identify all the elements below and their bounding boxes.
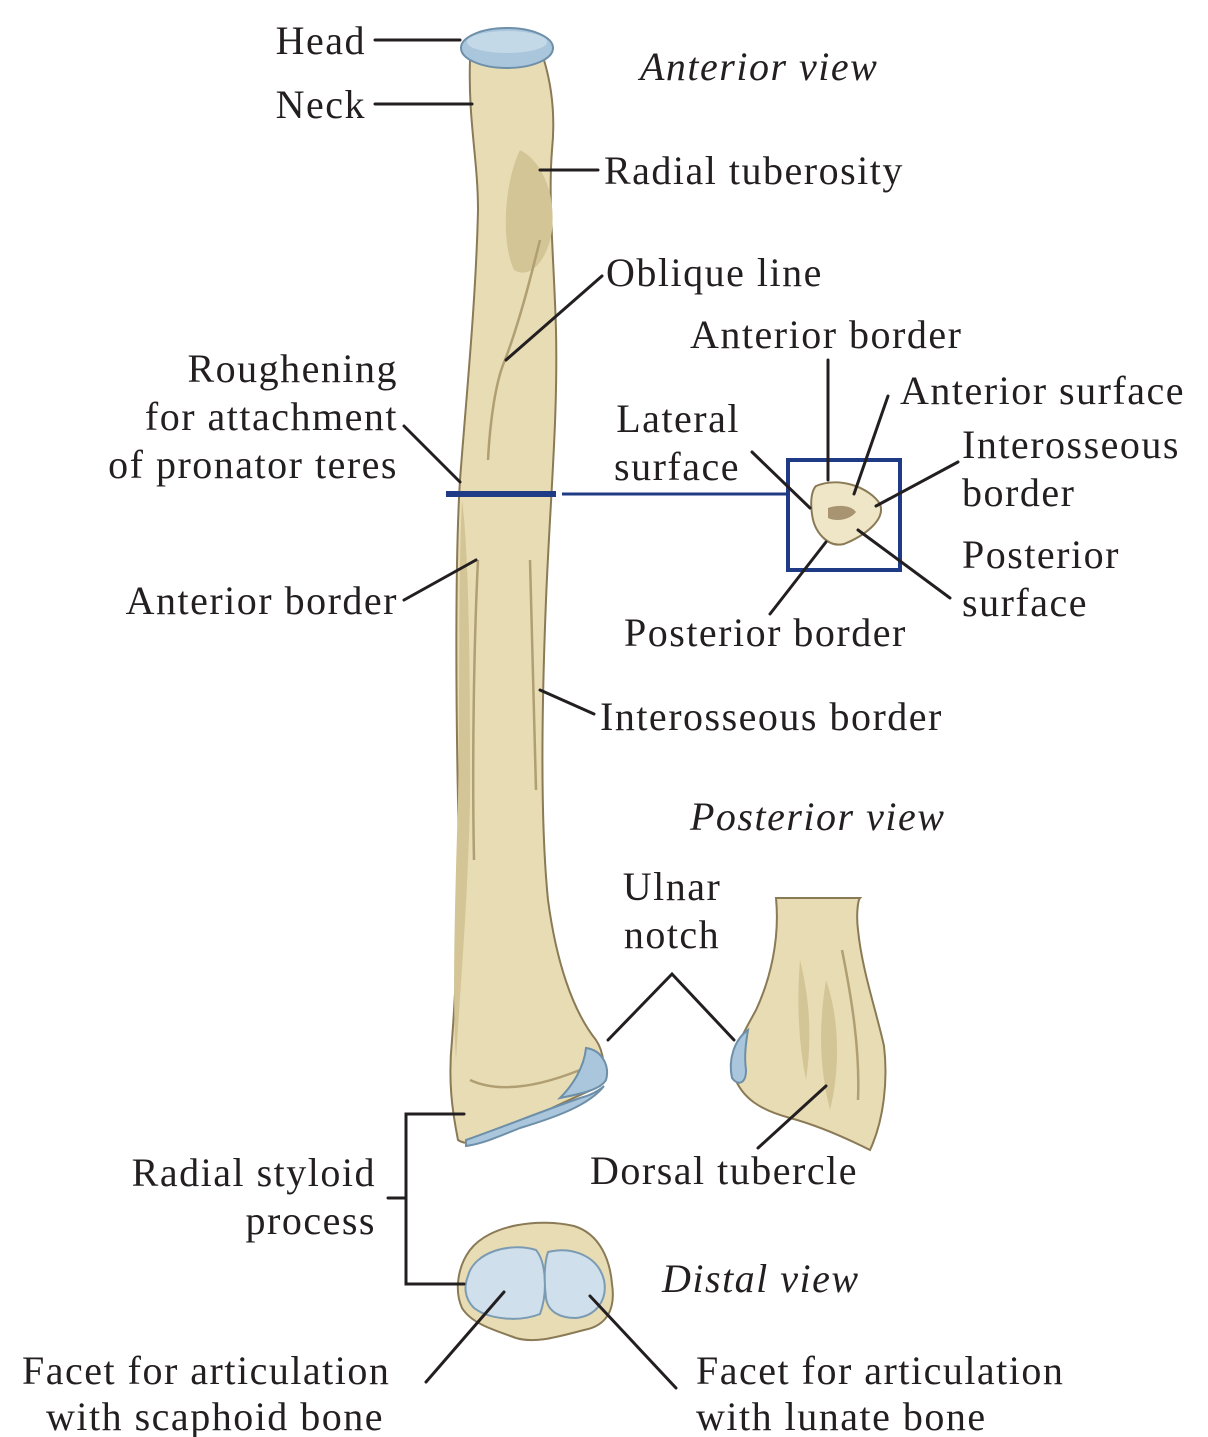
- label-roughening-line1: Roughening: [187, 346, 398, 391]
- labels: Anterior view Posterior view Distal view…: [22, 18, 1185, 1437]
- label-facet-scaphoid-line1: Facet for articulation: [22, 1348, 390, 1393]
- label-interosseous-border: Interosseous border: [600, 694, 943, 739]
- label-radial-styloid-line2: process: [246, 1198, 376, 1243]
- label-facet-lunate-line2: with lunate bone: [696, 1394, 987, 1437]
- label-neck: Neck: [276, 82, 366, 127]
- label-radial-tuberosity: Radial tuberosity: [604, 148, 904, 193]
- view-title-posterior: Posterior view: [689, 794, 945, 839]
- label-radial-styloid-line1: Radial styloid: [132, 1150, 376, 1195]
- label-cs-lateral-line2: surface: [614, 444, 740, 489]
- label-ulnar-notch-line2: notch: [624, 912, 720, 957]
- radius-anterior-bone: [450, 28, 607, 1146]
- label-cs-posterior-surface-line1: Posterior: [962, 532, 1120, 577]
- label-cs-lateral-line1: Lateral: [616, 396, 740, 441]
- label-roughening-line3: of pronator teres: [108, 442, 398, 487]
- radius-posterior-distal-bone: [731, 898, 886, 1150]
- label-cs-interosseous-line2: border: [962, 470, 1075, 515]
- view-title-anterior: Anterior view: [637, 44, 878, 89]
- label-oblique-line: Oblique line: [606, 250, 823, 295]
- label-head: Head: [276, 18, 366, 63]
- view-title-distal: Distal view: [661, 1256, 860, 1301]
- label-cs-posterior-surface-line2: surface: [962, 580, 1088, 625]
- radius-distal-view-bone: [458, 1223, 613, 1340]
- label-anterior-border: Anterior border: [126, 578, 398, 623]
- label-cs-anterior-border: Anterior border: [690, 312, 962, 357]
- label-facet-scaphoid-line2: with scaphoid bone: [46, 1394, 384, 1437]
- label-roughening-line2: for attachment: [145, 394, 398, 439]
- label-cs-interosseous-line1: Interosseous: [962, 422, 1180, 467]
- label-cs-anterior-surface: Anterior surface: [900, 368, 1185, 413]
- label-ulnar-notch-line1: Ulnar: [623, 864, 722, 909]
- label-facet-lunate-line1: Facet for articulation: [696, 1348, 1064, 1393]
- label-cs-posterior-border: Posterior border: [624, 610, 907, 655]
- label-dorsal-tubercle: Dorsal tubercle: [590, 1148, 858, 1193]
